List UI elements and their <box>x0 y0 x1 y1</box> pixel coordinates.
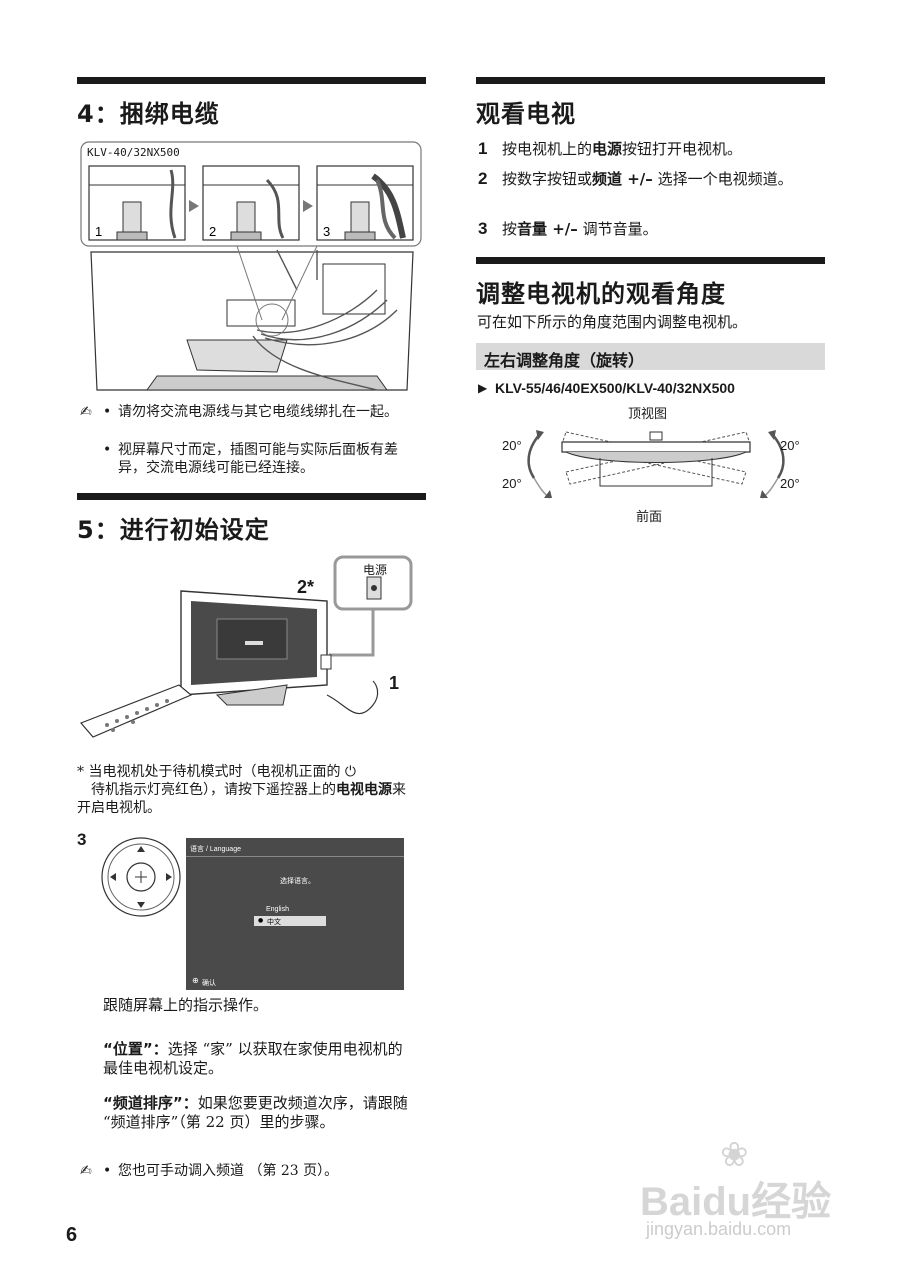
watch-step-2: 按数字按钮或频道 +/– 选择一个电视频道。 <box>502 170 793 188</box>
model-label: KLV-40/32NX500 <box>87 146 180 159</box>
watermark-logo: Baidu经验 <box>640 1180 832 1224</box>
svg-text:1: 1 <box>95 224 102 239</box>
watermark-url: jingyan.baidu.com <box>646 1219 792 1239</box>
note-item: 请勿将交流电源线与其它电缆线绑扎在一起。 <box>118 404 398 420</box>
selected-dot-icon: ● <box>258 917 264 924</box>
paw-icon: ❀ <box>720 1135 749 1175</box>
position-setting: “位置”：选择 “家” 以获取在家使用电视机的最佳电视机设定。 <box>103 1040 403 1077</box>
svg-text:2: 2 <box>209 224 216 239</box>
section-rule <box>77 77 426 84</box>
subheading-bar <box>476 343 825 370</box>
section-rule <box>476 257 825 264</box>
initial-setup-illustration: 电源 2* 1 <box>77 555 422 750</box>
viewing-angle-heading: 调整电视机的观看角度 <box>476 280 726 308</box>
section-rule <box>77 493 426 500</box>
watch-tv-heading: 观看电视 <box>476 100 576 128</box>
note-icon: ✍ <box>80 404 92 420</box>
option-english[interactable]: English <box>266 906 289 913</box>
step-3-number: 3 <box>77 830 87 849</box>
angle-label: 20° <box>780 438 800 453</box>
watch-step-1: 按电视机上的电源按钮打开电视机。 <box>502 140 743 158</box>
language-screen: 语言 / Language 选择语言。 English ● 中文 ⊕ 确认 <box>186 838 404 990</box>
channel-sort-setting: “频道排序”：如果您要更改频道次序，请跟随 “频道排序”（第 22 页）里的步骤… <box>103 1094 408 1131</box>
model-list: KLV-55/46/40EX500/KLV-40/32NX500 <box>495 380 735 396</box>
watch-step-3: 按音量 +/– 调节音量。 <box>502 220 658 238</box>
bullet-dot: • <box>103 442 112 458</box>
power-callout-label: 电源 <box>363 563 388 577</box>
note-icon: ✍ <box>80 1163 92 1179</box>
angle-label: 20° <box>502 476 522 491</box>
page-number: 6 <box>66 1224 78 1246</box>
step-number: 3 <box>478 219 488 238</box>
power-symbol-icon: ⏻ <box>340 764 356 780</box>
option-chinese-selected[interactable]: ● 中文 <box>254 916 326 926</box>
note-item: 视屏幕尺寸而定，插图可能与实际后面板有差异，交流电源线可能已经连接。 <box>118 442 398 476</box>
viewing-angle-intro: 可在如下所示的角度范围内调整电视机。 <box>477 313 748 331</box>
follow-instructions: 跟随屏幕上的指示操作。 <box>103 996 269 1014</box>
bullet-dot: • <box>103 1163 112 1179</box>
section-4-heading: 4：捆绑电缆 <box>77 100 220 128</box>
angle-label: 20° <box>502 438 522 453</box>
screen-prompt: 选择语言。 <box>280 878 315 885</box>
confirm-label: 确认 <box>202 980 216 987</box>
play-arrow-icon: ▶ <box>478 381 488 395</box>
section-rule <box>476 77 825 84</box>
remote-dpad <box>100 836 182 918</box>
manual-tuning-note: 您也可手动调入频道 （第 23 页）。 <box>118 1163 339 1179</box>
baidu-watermark: ❀ Baidu经验 jingyan.baidu.com <box>640 1135 860 1245</box>
screen-title: 语言 / Language <box>190 846 241 853</box>
front-label: 前面 <box>636 510 663 525</box>
step-number: 2 <box>478 169 488 188</box>
section-5-heading: 5：进行初始设定 <box>77 516 270 544</box>
angle-label: 20° <box>780 476 800 491</box>
svg-text:3: 3 <box>323 224 330 239</box>
bullet-dot: • <box>103 404 112 420</box>
step-number: 1 <box>478 139 488 158</box>
cable-bundling-illustration: 1 2 3 KLV-40/32NX500 <box>77 140 427 400</box>
swivel-diagram: 顶视图 前面 20° 20° 20° 20° <box>496 402 816 527</box>
confirm-icon: ⊕ <box>192 976 199 985</box>
callout-1: 1 <box>389 673 400 693</box>
callout-2: 2* <box>297 577 315 597</box>
swivel-subheading: 左右调整角度（旋转） <box>484 351 645 370</box>
top-view-label: 顶视图 <box>628 407 668 422</box>
standby-footnote: * 当电视机处于待机模式时（电视机正面的 ⏻ 待机指示灯亮红色），请按下遥控器上… <box>77 764 406 816</box>
